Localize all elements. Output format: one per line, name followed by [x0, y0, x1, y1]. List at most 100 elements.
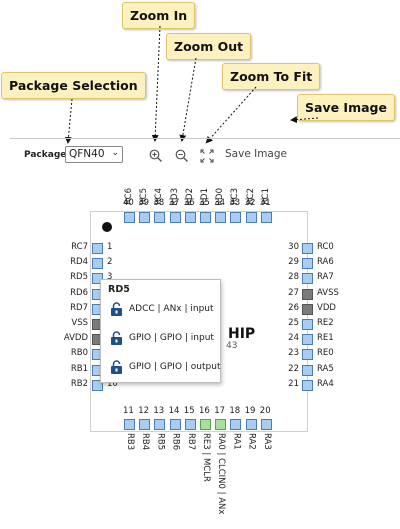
package-select-value: QFN40 — [69, 148, 105, 160]
popup-item-gpio-input[interactable]: GPIO | GPIO | input — [108, 328, 220, 350]
pin-25[interactable] — [302, 319, 313, 330]
pin-number: 29 — [288, 257, 299, 268]
pin-number: 15 — [183, 406, 195, 416]
pin-name: RB0 — [70, 348, 88, 359]
pin-name: RA5 — [317, 363, 334, 374]
pin-number: 13 — [153, 406, 165, 416]
chevron-down-icon: ⌄ — [111, 148, 119, 158]
popup-title: RD5 — [108, 284, 130, 295]
pin-name: RB5 — [155, 433, 166, 451]
pin-number: 18 — [229, 406, 241, 416]
pin-name: RD3 — [169, 188, 180, 206]
pin-number: 19 — [244, 406, 256, 416]
pin-16[interactable] — [200, 419, 211, 430]
pin-name: RC4 — [154, 188, 165, 205]
pin-35[interactable] — [200, 212, 211, 223]
pin-number: 14 — [168, 406, 180, 416]
pin-3[interactable] — [92, 273, 103, 285]
popup-item-adcc[interactable]: ADCC | ANx | input — [108, 299, 220, 321]
pin-22[interactable] — [302, 364, 313, 376]
zoom-out-icon[interactable] — [174, 148, 190, 164]
pin-number: 3 — [107, 272, 113, 283]
chip-brand-sub: 43 — [226, 341, 238, 351]
pin-name: RA7 — [317, 272, 334, 283]
pin-15[interactable] — [184, 419, 196, 430]
pin-name: RB4 — [140, 433, 151, 451]
pin-number: 28 — [288, 272, 299, 283]
pin-20[interactable] — [260, 419, 272, 430]
pin-number: 25 — [288, 318, 299, 328]
pin-name: RE0 — [317, 348, 334, 359]
pin-10[interactable] — [92, 379, 103, 391]
pin-name: RD5 — [70, 272, 88, 283]
pin-number: 34 — [214, 198, 226, 208]
pin-name: RA0 | CLCIN0 | ANx — [216, 433, 227, 515]
save-image-button[interactable]: Save Image — [225, 148, 287, 160]
zoom-fit-icon[interactable] — [199, 148, 215, 164]
toolbar-divider — [10, 138, 400, 139]
chip-brand: HIP — [228, 326, 256, 342]
unlock-icon — [111, 360, 122, 374]
package-label: Package: — [24, 150, 70, 160]
zoom-out-callout: Zoom Out — [166, 33, 252, 60]
pin-number: 33 — [229, 198, 241, 208]
pin-33[interactable] — [230, 212, 242, 223]
pin-number: 36 — [183, 198, 195, 208]
pin-name: RD0 — [215, 188, 226, 206]
pin-32[interactable] — [245, 212, 257, 223]
pin-name: RD7 — [70, 302, 88, 313]
pin-34[interactable] — [215, 212, 227, 223]
pin-21[interactable] — [302, 379, 313, 391]
pin-18[interactable] — [230, 419, 242, 430]
pin-number: 26 — [288, 302, 299, 313]
pin-29[interactable] — [302, 258, 313, 270]
pin-39[interactable] — [139, 212, 151, 223]
pin-37[interactable] — [169, 212, 181, 223]
pin-number: 38 — [153, 198, 165, 208]
pin-11[interactable] — [124, 419, 135, 430]
pin-name: RA3 — [261, 433, 272, 450]
pin-36[interactable] — [184, 212, 196, 223]
pin-14[interactable] — [169, 419, 181, 430]
pin-number: 24 — [288, 333, 299, 344]
pin-40[interactable] — [124, 212, 135, 223]
pin-number: 35 — [199, 198, 210, 208]
pin-number: 40 — [123, 198, 134, 208]
package-select[interactable]: QFN40 ⌄ — [65, 146, 123, 163]
pin-13[interactable] — [154, 419, 166, 430]
pin-number: 12 — [138, 406, 150, 416]
pin-number: 11 — [123, 406, 134, 416]
pin-12[interactable] — [139, 419, 151, 430]
pin-name: RA2 — [246, 433, 257, 450]
popup-item-gpio-output[interactable]: GPIO | GPIO | output — [108, 357, 220, 379]
pin-number: 37 — [168, 198, 180, 208]
zoom-in-icon[interactable] — [148, 148, 164, 164]
callout-arrows — [64, 25, 319, 144]
pin-name: RA6 — [317, 257, 334, 268]
pin-19[interactable] — [245, 419, 257, 430]
popup-item-label: GPIO | GPIO | input — [129, 333, 214, 343]
pin-1[interactable] — [92, 243, 103, 254]
pin-27[interactable] — [302, 288, 313, 300]
unlock-icon — [111, 302, 122, 316]
pin-name: RC1 — [260, 188, 271, 205]
pin-number: 27 — [288, 287, 299, 298]
pin-name: RD4 — [70, 257, 88, 268]
pin-30[interactable] — [302, 243, 313, 254]
pin-name: RD6 — [70, 287, 88, 298]
pin-26[interactable] — [302, 303, 313, 315]
pin-24[interactable] — [302, 334, 313, 346]
pin1-marker — [102, 222, 112, 232]
pin-23[interactable] — [302, 349, 313, 361]
pin-2[interactable] — [92, 258, 103, 270]
pin-28[interactable] — [302, 273, 313, 285]
pin-name: RE1 — [317, 333, 334, 344]
pin-17[interactable] — [215, 419, 227, 430]
pin-38[interactable] — [154, 212, 166, 223]
pin-name: RC6 — [124, 188, 134, 205]
pin-number: 32 — [244, 198, 256, 208]
package-selection-callout: Package Selection — [1, 72, 146, 99]
save-image-callout: Save Image — [297, 94, 395, 121]
pin-name: RB7 — [185, 433, 196, 451]
pin-31[interactable] — [260, 212, 272, 223]
